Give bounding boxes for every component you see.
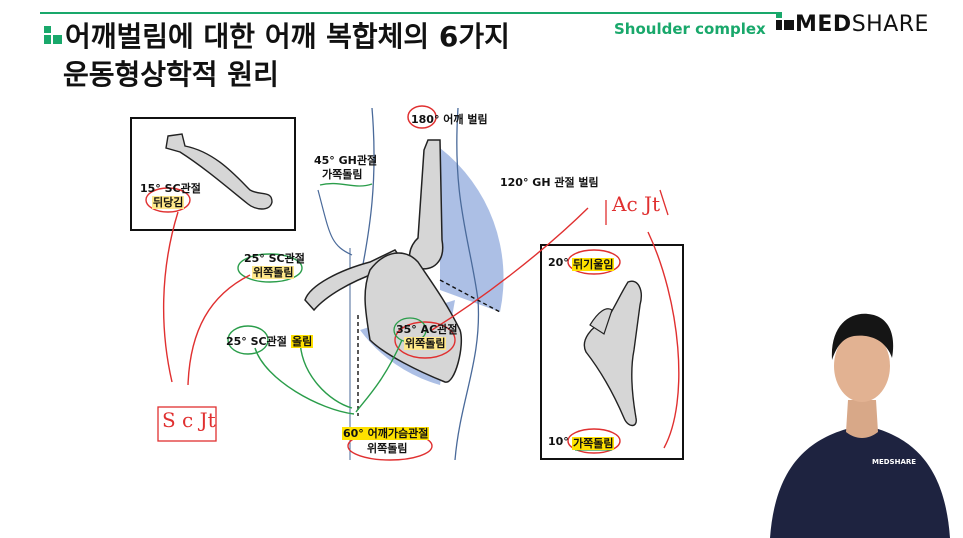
shirt-logo: MEDSHARE (872, 458, 917, 466)
brand-name: MEDSHARE (795, 12, 929, 37)
circle-20 (567, 249, 621, 275)
circle-sc-25-elev (227, 325, 269, 355)
page-title-line2: 운동형상학적 원리 (63, 58, 279, 91)
arrow-box-to-acjt (647, 231, 680, 449)
neck-outline (317, 189, 353, 256)
arrow-ac-to-st (299, 337, 353, 409)
label-st-60-a: 60° 어깨가슴관절 (342, 427, 430, 440)
acjt-bracket (605, 189, 669, 225)
label-ac-35-b: 위쪽돌림 (404, 337, 447, 350)
page-title-line1: 어깨벌림에 대한 어깨 복합체의 6가지 (65, 20, 510, 53)
scjt-box (157, 406, 217, 442)
label-tilt-20-a: 20° (548, 256, 569, 269)
clavicle-detail-bone (165, 133, 273, 210)
header-divider (40, 12, 778, 14)
label-rot-10-a: 10° (548, 435, 569, 448)
humerus-bone (408, 139, 444, 270)
label-sc-25-elev-b: 올림 (291, 335, 314, 348)
arrow-sc-15-to-scjt (162, 211, 179, 383)
label-sc-25-up-a: 25° SC관절 (244, 252, 305, 265)
label-rot-10-b: 가쪽돌림 (572, 437, 615, 450)
scapula-side-bone (583, 280, 642, 427)
label-sc-15-b: 뒤당김 (152, 196, 185, 209)
label-sc-25-elev-a: 25° SC관절 (226, 335, 287, 348)
circle-acjt-35 (394, 321, 456, 359)
presenter: MEDSHARE (750, 300, 963, 538)
label-sc-15-a: 15° SC관절 (140, 182, 201, 195)
brand-name-bold: MED (795, 12, 852, 37)
scapula-axis-dashed (439, 279, 501, 313)
title-bullet-icon (44, 26, 62, 44)
presenter-shirt (770, 428, 950, 538)
circle-scjt-15 (145, 187, 191, 213)
brand-name-rest: SHARE (851, 12, 929, 37)
circle-180 (407, 105, 437, 129)
label-ac-35-a: 35° AC관절 (396, 323, 458, 336)
circle-10 (567, 428, 621, 454)
arrow-sc-25-to-scjt (187, 274, 251, 386)
label-st-60-b: 위쪽돌림 (367, 442, 408, 455)
arrow-ac-to-acjt (431, 207, 589, 331)
label-gh-120: 120° GH 관절 벌림 (500, 176, 599, 189)
page-title: 어깨벌림에 대한 어깨 복합체의 6가지 운동형상학적 원리 (45, 18, 510, 94)
arrow-sc-25-to-st (254, 347, 355, 415)
coracoid-detail (589, 308, 613, 335)
circle-sc-25-up (237, 253, 303, 283)
label-gh-45-b: 가쪽돌림 (322, 168, 363, 181)
presenter-hair (831, 313, 894, 360)
label-sc-25-up-b: 위쪽돌림 (252, 266, 295, 279)
subject-label: Shoulder complex (614, 20, 766, 38)
label-abduction-180: 180° 어깨 벌림 (411, 113, 488, 126)
arrow-ac35-to-st (355, 339, 403, 413)
brand-logo-icon (776, 12, 794, 32)
handwriting-scjt: S c Jt (162, 408, 216, 432)
presenter-neck (846, 400, 878, 438)
underline-gh-45 (319, 182, 373, 187)
handwriting-acjt: Ac Jt (612, 192, 661, 216)
presenter-figure (770, 313, 950, 538)
gh-abduction-arc (440, 148, 504, 312)
label-tilt-20-b: 뒤기울임 (572, 258, 615, 271)
presenter-face (834, 330, 890, 402)
label-gh-45-a: 45° GH관절 (314, 154, 378, 167)
